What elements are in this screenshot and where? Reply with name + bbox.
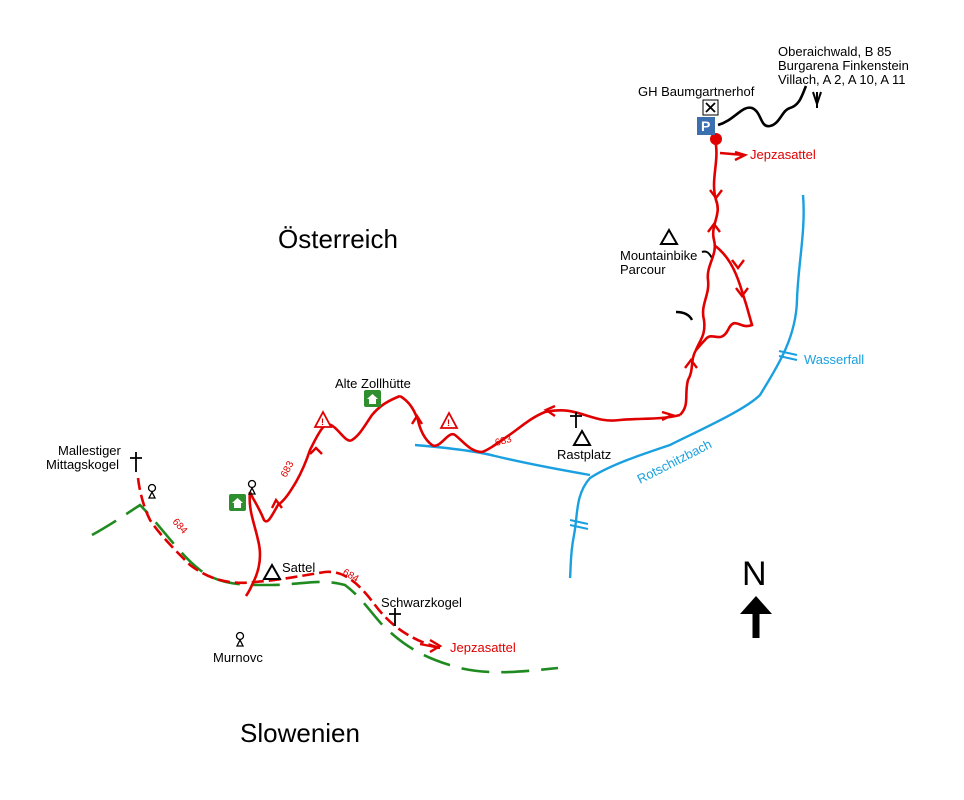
trail-number-684-east: 684 <box>341 567 361 585</box>
restaurant-icon <box>702 99 719 116</box>
label-inn: GH Baumgartnerhof <box>638 84 755 99</box>
trail-direction-arrows <box>270 150 749 654</box>
label-start-line3: Villach, A 2, A 10, A 11 <box>778 72 905 87</box>
svg-text:!: ! <box>447 418 450 428</box>
label-murnovc: Murnovc <box>213 650 263 665</box>
country-austria: Österreich <box>278 224 398 254</box>
hut-icon-sattel <box>229 494 246 511</box>
hut-icon-zollhuette <box>364 390 381 407</box>
label-rastplatz: Rastplatz <box>557 447 611 462</box>
label-zollhuette: Alte Zollhütte <box>335 376 411 391</box>
viewpoint-icon-1 <box>147 483 157 499</box>
jepza-arrow-lines <box>419 151 745 650</box>
trail-683-684 <box>136 139 754 650</box>
warning-icon-2: ! <box>439 411 459 429</box>
svg-text:P: P <box>701 118 710 134</box>
start-point-icon <box>710 133 722 145</box>
cross-icon-mallestiger <box>130 452 142 472</box>
cross-icon-rest <box>570 412 582 428</box>
label-wasserfall: Wasserfall <box>804 352 864 367</box>
north-arrow-icon <box>740 596 772 638</box>
summit-icon-rest <box>572 428 592 446</box>
label-jepzasattel-top: Jepzasattel <box>750 147 816 162</box>
label-mallestiger-line2: Mittagskogel <box>46 457 119 472</box>
cross-icon-schwarzkogel <box>389 608 401 626</box>
label-start-line2: Burgarena Finkenstein <box>778 58 909 73</box>
label-bike-line1: Mountainbike <box>620 248 697 263</box>
label-bike-line2: Parcour <box>620 262 666 277</box>
label-mallestiger-line1: Mallestiger <box>58 443 122 458</box>
warning-icon-1: ! <box>313 410 333 428</box>
viewpoint-icon-2 <box>247 479 257 495</box>
summit-icon-bike <box>659 227 679 245</box>
svg-text:!: ! <box>321 417 324 427</box>
viewpoint-icon-murnovc <box>235 631 245 647</box>
summit-icon-saddle <box>262 562 282 580</box>
label-jepzasattel-bottom: Jepzasattel <box>450 640 516 655</box>
label-sattel: Sattel <box>282 560 315 575</box>
waterfall-marks <box>569 350 798 530</box>
state-border <box>91 503 559 674</box>
trail-number-683-west: 683 <box>279 459 297 479</box>
north-letter: N <box>742 555 767 593</box>
stream-rotschitzbach <box>414 194 805 579</box>
label-schwarzkogel: Schwarzkogel <box>381 595 462 610</box>
trail-number-684-west: 684 <box>170 517 190 537</box>
country-slovenia: Slowenien <box>240 718 360 748</box>
label-start-line1: Oberaichwald, B 85 <box>778 44 891 59</box>
parking-icon: P <box>697 117 715 135</box>
trail-number-683-east: 683 <box>494 434 513 449</box>
